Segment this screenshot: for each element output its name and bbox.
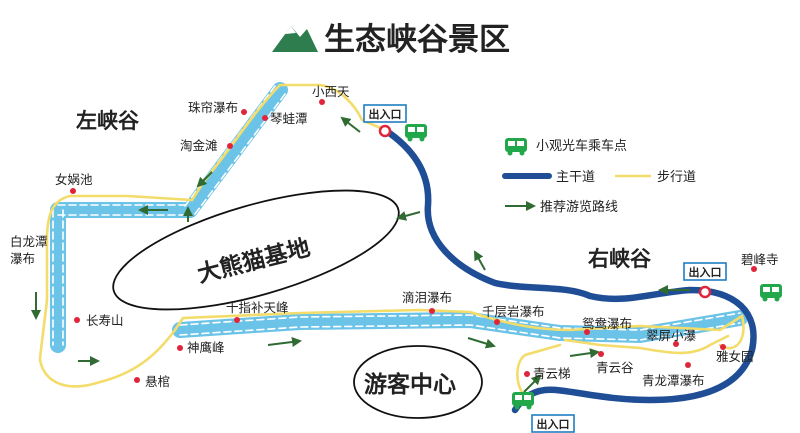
recommended-route-arrows: [31, 116, 690, 393]
spot-dot: [720, 344, 726, 350]
spot-nvwa-pool[interactable]: 女娲池: [55, 172, 93, 187]
spot-xiaoxitian[interactable]: 小西天: [312, 84, 350, 99]
spot-yanv-garden[interactable]: 雅女园: [716, 349, 754, 364]
entrance-right[interactable]: 出入口: [683, 262, 727, 299]
legend-main-road: 主干道: [556, 170, 595, 185]
spot-dot: [751, 266, 757, 272]
spot-dot: [319, 99, 325, 105]
spot-qingyun-ladder[interactable]: 青云梯: [533, 366, 571, 381]
spot-shenying-peak[interactable]: 神鹰峰: [187, 340, 225, 355]
map-title: 生态峡谷景区: [324, 22, 510, 58]
spot-bailongtan-waterfall[interactable]: 白龙潭瀑布: [10, 234, 48, 266]
spot-qinwa-pool[interactable]: 琴蛙潭: [270, 111, 308, 126]
spot-dot: [673, 341, 679, 347]
right-gorge-label: 右峡谷: [588, 247, 652, 271]
spot-dot: [177, 345, 183, 351]
walkway-path: [38, 83, 745, 394]
entrance-top[interactable]: 出入口: [363, 104, 407, 138]
spot-dot: [241, 109, 247, 115]
spot-cuiping-falls[interactable]: 翠屏小瀑: [646, 328, 697, 343]
panda-base-area: [112, 189, 400, 311]
left-gorge-label: 左峡谷: [76, 109, 140, 133]
spot-qinglongtan-waterfall[interactable]: 青龙潭瀑布: [642, 373, 705, 388]
legend-recommended-route: 推荐游览路线: [540, 199, 618, 215]
spot-dot: [134, 377, 140, 383]
entrance-top-label: 出入口: [369, 107, 402, 121]
spot-qiancengyan-waterfall[interactable]: 千层岩瀑布: [482, 304, 545, 319]
bus-icon[interactable]: [760, 284, 782, 302]
entrance-right-label: 出入口: [689, 265, 722, 279]
spot-dilei-waterfall[interactable]: 滴泪瀑布: [402, 290, 452, 305]
panda-base-label: 大熊猫基地: [195, 234, 313, 288]
spot-yuanyang-waterfall[interactable]: 鸳鸯瀑布: [582, 316, 632, 331]
river: [50, 82, 748, 353]
spot-dot: [524, 371, 530, 377]
bus-icon[interactable]: [512, 392, 534, 410]
spot-dot: [429, 308, 435, 314]
spot-dot: [234, 317, 240, 323]
legend-bus-stop: 小观光车乘车点: [536, 138, 627, 154]
spot-dot: [227, 143, 233, 149]
spot-zhulian-waterfall[interactable]: 珠帘瀑布: [188, 100, 238, 115]
spot-dot: [74, 317, 80, 323]
visitor-center-label: 游客中心: [364, 371, 456, 398]
spot-taojin-beach[interactable]: 淘金滩: [180, 138, 218, 153]
spot-shizhibutian-peak[interactable]: 十指补天峰: [226, 300, 289, 315]
legend: 小观光车乘车点 主干道 步行道 推荐游览路线: [502, 138, 696, 215]
spot-qingyun-valley[interactable]: 青云谷: [596, 360, 634, 375]
entrance-bottom[interactable]: 出入口: [531, 414, 575, 433]
spot-dot: [494, 319, 500, 325]
spot-bifeng-temple[interactable]: 碧峰寺: [741, 252, 779, 267]
spot-dot: [685, 362, 691, 368]
spot-dot: [598, 351, 604, 357]
spot-dot: [262, 115, 268, 121]
spot-xuanguan[interactable]: 悬棺: [145, 374, 170, 389]
spot-dot: [70, 188, 76, 194]
legend-walkway: 步行道: [657, 170, 696, 185]
bus-icon[interactable]: [405, 124, 427, 142]
mountain-icon: [272, 26, 318, 52]
spot-dot: [584, 329, 590, 335]
bus-icon: [505, 138, 527, 156]
spot-changshou-mountain[interactable]: 长寿山: [86, 313, 124, 328]
visitor-center-area: [353, 345, 483, 419]
entrance-bottom-label: 出入口: [537, 417, 570, 431]
